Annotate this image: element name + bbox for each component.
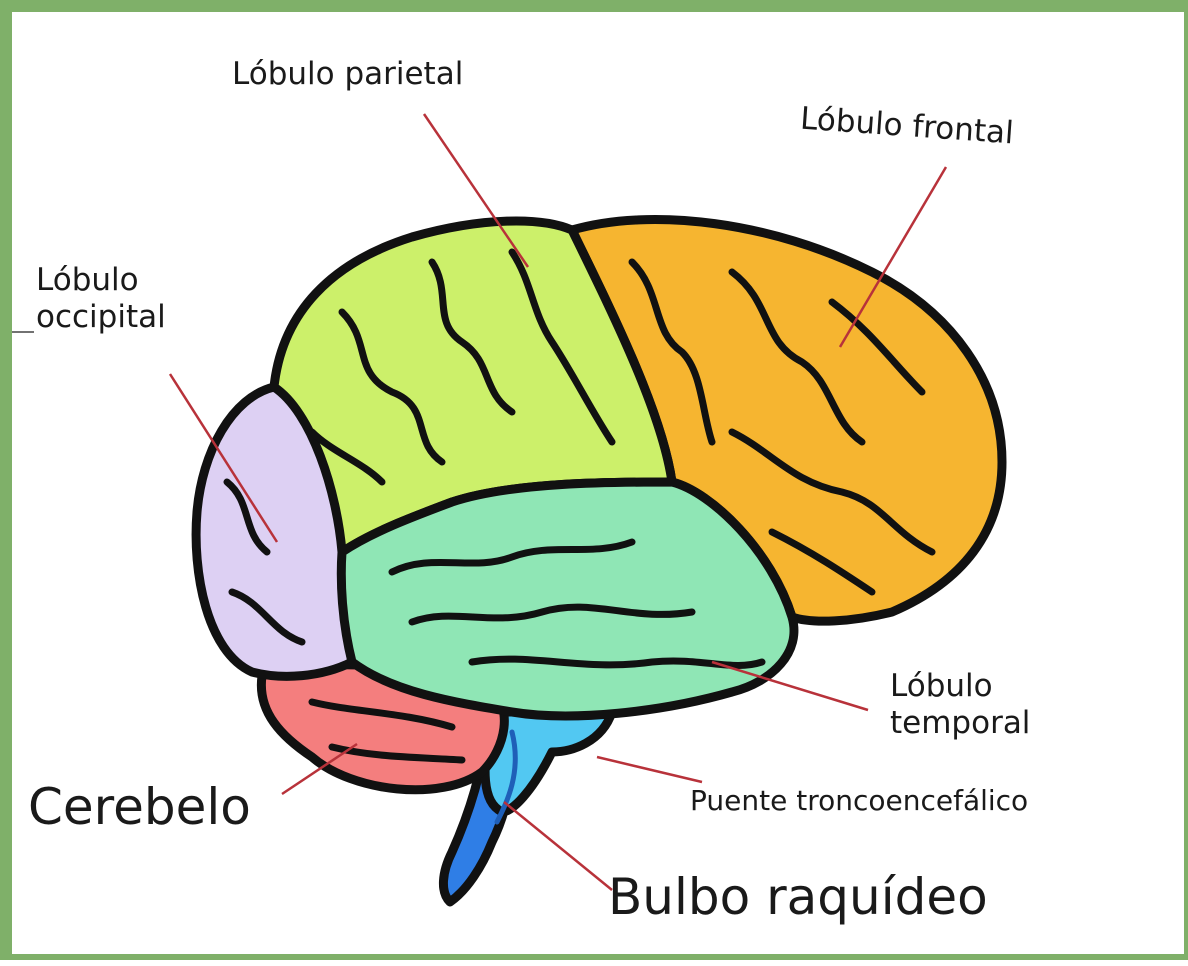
- label-temporal-line2: temporal: [890, 704, 1031, 741]
- label-lobulo-parietal: Lóbulo parietal: [232, 56, 464, 92]
- label-lobulo-occipital: Lóbulo occipital: [36, 262, 166, 335]
- label-occipital-line2: occipital: [36, 298, 166, 335]
- label-bulbo-raquideo: Bulbo raquídeo: [608, 868, 988, 926]
- label-occipital-line1: Lóbulo: [36, 262, 139, 298]
- temporal-lobe-region: [336, 477, 799, 721]
- brain-illustration: [12, 113, 1007, 907]
- label-lobulo-temporal: Lóbulo temporal: [880, 668, 1030, 741]
- leader-lines: [168, 113, 948, 891]
- label-cerebelo: Cerebelo: [28, 778, 251, 836]
- label-puente-troncoencefalico: Puente troncoencefálico: [690, 784, 1029, 817]
- brain-folds: [223, 248, 936, 825]
- label-temporal-line1: Lóbulo: [890, 668, 993, 704]
